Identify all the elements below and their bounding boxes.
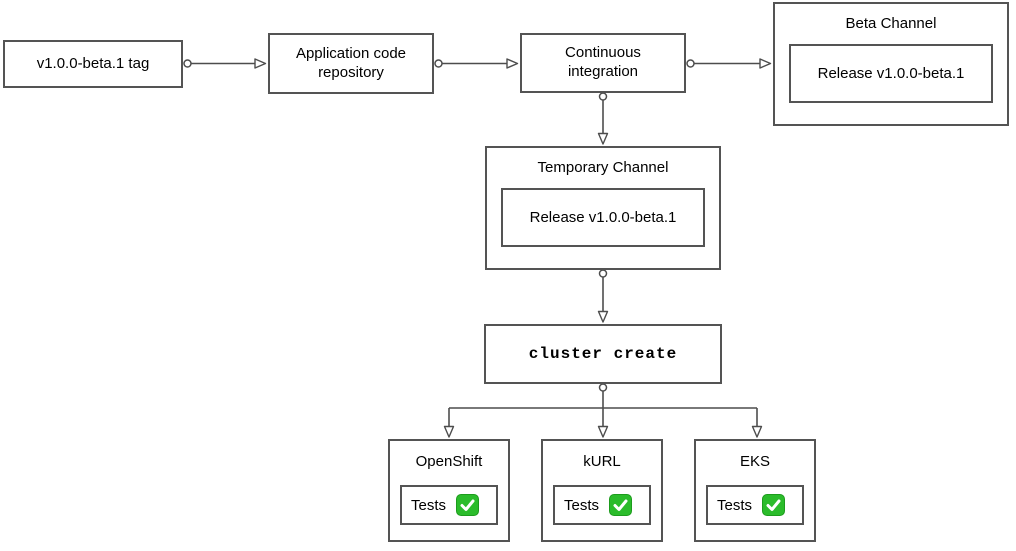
eks-title: EKS <box>739 453 770 470</box>
node-temporary-channel: Temporary Channel Release v1.0.0-beta.1 <box>485 146 721 270</box>
arrowhead-icon <box>597 310 609 323</box>
node-eks: EKS Tests <box>694 439 816 542</box>
node-cluster-create: cluster create <box>484 324 722 384</box>
eks-tests-box: Tests <box>706 485 804 525</box>
temporary-channel-release-label: Release v1.0.0-beta.1 <box>529 209 677 226</box>
beta-channel-release-label: Release v1.0.0-beta.1 <box>817 65 965 82</box>
node-app-repository-label: Application code repository <box>295 44 407 81</box>
temporary-channel-release-box: Release v1.0.0-beta.1 <box>501 188 705 247</box>
arrowhead-icon <box>751 425 763 438</box>
tests-label: Tests <box>411 496 447 514</box>
kurl-tests-box: Tests <box>553 485 651 525</box>
tests-label: Tests <box>564 496 600 514</box>
node-beta-channel: Beta Channel Release v1.0.0-beta.1 <box>773 2 1009 126</box>
arrowhead-icon <box>597 132 609 145</box>
arrowhead-icon <box>759 58 772 69</box>
arrowhead-icon <box>254 58 267 69</box>
node-continuous-integration: Continuous integration <box>520 33 686 93</box>
node-version-tag: v1.0.0-beta.1 tag <box>3 40 183 88</box>
source-dot <box>598 383 608 392</box>
node-continuous-integration-label: Continuous integration <box>565 44 641 80</box>
source-dot <box>183 59 192 68</box>
tests-label: Tests <box>717 496 753 514</box>
kurl-title: kURL <box>583 453 621 470</box>
node-version-tag-label: v1.0.0-beta.1 tag <box>36 54 150 72</box>
temporary-channel-title: Temporary Channel <box>537 159 669 176</box>
check-icon <box>762 494 786 516</box>
beta-channel-release-box: Release v1.0.0-beta.1 <box>789 44 993 103</box>
openshift-title: OpenShift <box>415 453 483 470</box>
check-icon <box>609 494 633 516</box>
arrowhead-icon <box>597 425 609 438</box>
source-dot <box>434 59 443 68</box>
source-dot <box>598 269 608 278</box>
check-icon <box>456 494 480 516</box>
source-dot <box>686 59 695 68</box>
arrowhead-icon <box>443 425 455 438</box>
node-kurl: kURL Tests <box>541 439 663 542</box>
beta-channel-title: Beta Channel <box>845 15 937 32</box>
openshift-tests-box: Tests <box>400 485 498 525</box>
source-dot <box>598 92 608 101</box>
node-app-repository: Application code repository <box>268 33 434 94</box>
node-openshift: OpenShift Tests <box>388 439 510 542</box>
arrowhead-icon <box>506 58 519 69</box>
node-cluster-create-label: cluster create <box>528 345 678 363</box>
